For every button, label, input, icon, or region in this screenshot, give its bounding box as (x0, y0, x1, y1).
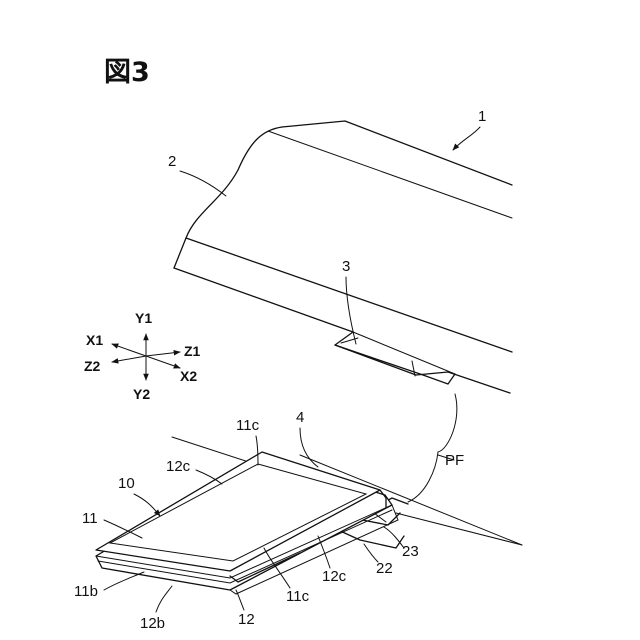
label-11b: 11b (74, 583, 98, 600)
axis-x2: X2 (180, 368, 197, 384)
leader-10 (134, 494, 160, 516)
axis-z2: Z2 (84, 358, 101, 374)
figure-title: 図3 (104, 57, 150, 88)
leader-22 (364, 544, 378, 562)
leader-12 (236, 590, 244, 610)
leader-2 (180, 171, 226, 196)
label-22: 22 (376, 560, 393, 577)
label-12b: 12b (140, 615, 165, 632)
label-4: 4 (296, 409, 304, 426)
label-pf: PF (445, 452, 464, 469)
label-23: 23 (402, 543, 419, 560)
leader-1 (453, 127, 480, 150)
axis-y2: Y2 (133, 386, 150, 402)
axis-z1: Z1 (184, 343, 201, 359)
paper-feed-path (408, 394, 457, 502)
label-12c-bottom: 12c (322, 568, 347, 585)
label-11: 11 (82, 510, 98, 527)
axis-y1: Y1 (135, 310, 152, 326)
leader-11b (104, 572, 144, 590)
label-1: 1 (478, 108, 486, 125)
label-12: 12 (238, 611, 255, 628)
leader-12b (156, 586, 172, 612)
label-11c-top: 11c (236, 417, 260, 434)
axis-indicator (112, 334, 180, 380)
label-10: 10 (118, 475, 135, 492)
label-12c-top: 12c (166, 458, 191, 475)
printer-housing (174, 121, 512, 393)
label-2: 2 (168, 153, 176, 170)
leader-23 (384, 527, 404, 548)
label-3: 3 (342, 258, 350, 275)
axis-x1: X1 (86, 332, 103, 348)
label-11c-bottom: 11c (286, 588, 310, 605)
